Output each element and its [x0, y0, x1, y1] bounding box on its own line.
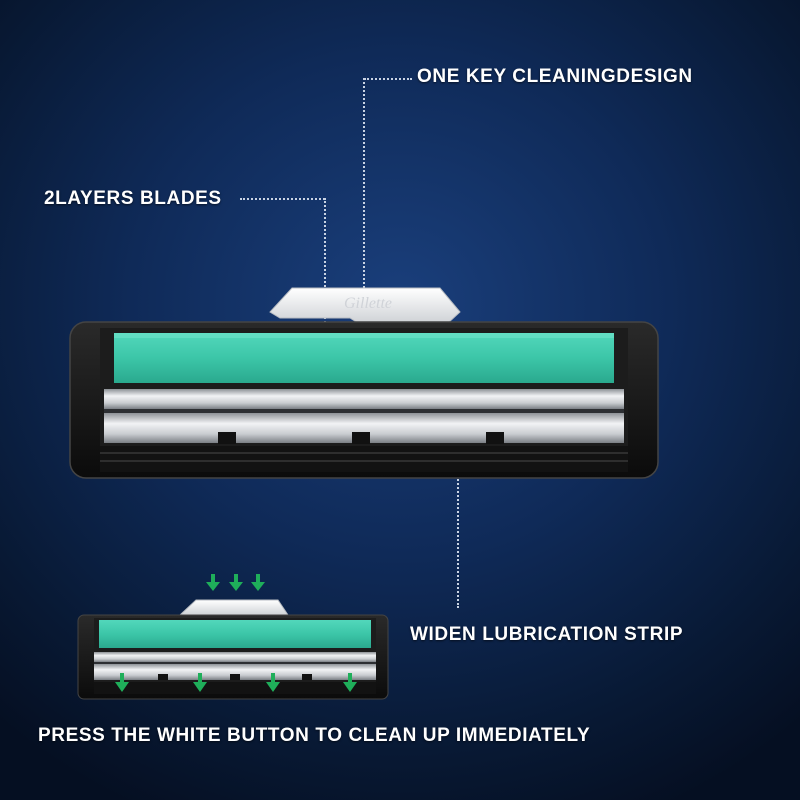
arrow-down-icon: [251, 574, 265, 591]
arrow-down-icon: [115, 673, 129, 692]
label-blades: 2LAYERS BLADES: [44, 188, 222, 209]
label-lubrication-strip: WIDEN LUBRICATION STRIP: [410, 624, 684, 645]
callout-line-cleaning-h: [364, 78, 412, 80]
callout-line-blades-h: [240, 198, 325, 200]
arrow-down-icon: [193, 673, 207, 692]
lubrication-strip: [114, 333, 614, 383]
arrow-down-icon: [266, 673, 280, 692]
cleaning-button-logo: Gillette: [344, 295, 392, 312]
callout-line-strip-v: [457, 356, 459, 608]
arrow-down-icon: [229, 574, 243, 591]
blade-top: [104, 389, 624, 409]
arrow-down-icon: [343, 673, 357, 692]
callout-line-cleaning-v: [363, 78, 365, 288]
arrow-down-icon: [206, 574, 220, 591]
label-press-button: PRESS THE WHITE BUTTON TO CLEAN UP IMMED…: [38, 725, 591, 746]
label-cleaning-design: ONE KEY CLEANINGDESIGN: [417, 66, 693, 87]
lubrication-strip-small: [99, 620, 371, 648]
